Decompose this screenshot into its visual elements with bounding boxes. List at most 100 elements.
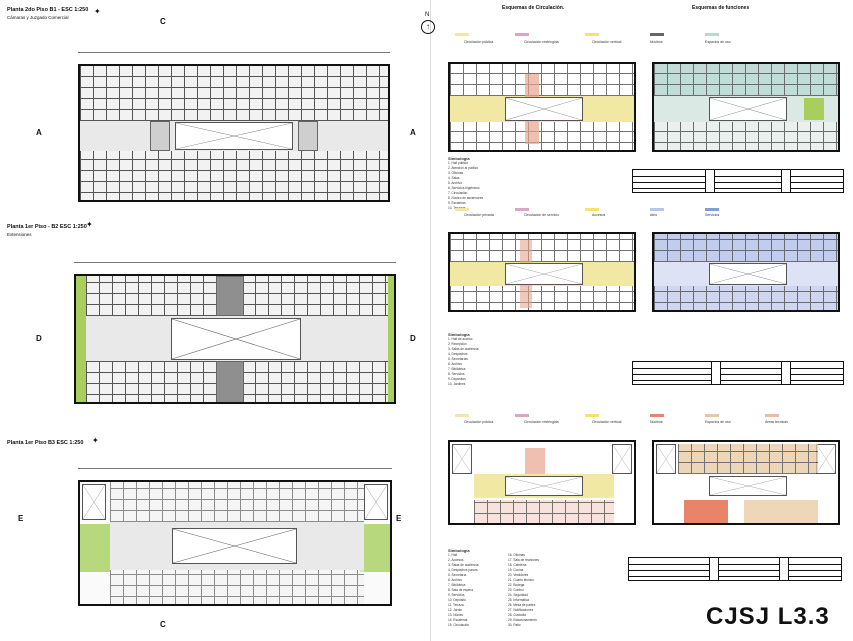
compass-icon: ✦	[86, 220, 93, 229]
note-item: 10. Depósito	[448, 598, 466, 602]
compass-icon: ✦	[94, 7, 101, 16]
circulation-title: Esquemas de Circulación.	[502, 5, 565, 11]
note-item: 9. Escaleras	[448, 201, 466, 205]
legend-item: Accesos	[592, 213, 606, 217]
note-item: 6. Servicios higiénicos	[448, 186, 480, 190]
legend-item: Núcleos	[650, 40, 663, 44]
circulation-scheme-1	[448, 62, 636, 152]
note-item: 5. Archivo	[448, 181, 462, 185]
divider	[430, 0, 431, 641]
note-item: 6. Archivo	[448, 578, 462, 582]
function-scheme-3	[652, 440, 840, 525]
note-item: 12. Jardín	[448, 608, 463, 612]
legend-item: Circulación restringida	[524, 40, 559, 44]
legend-item: Circulación pública	[464, 420, 494, 424]
note-item: 20. Vestidores	[508, 573, 529, 577]
note-item: 30. Patio	[508, 623, 521, 627]
north-arrow-icon: ↑	[421, 20, 435, 34]
note-item: 4. Despachos jueces	[448, 568, 478, 572]
legend-item: Circulación privada	[464, 213, 494, 217]
dimension-line	[74, 262, 396, 263]
note-item: 7. Biblioteca	[448, 583, 466, 587]
function-scheme-1	[652, 62, 840, 152]
note-item: 8. Servicios	[448, 372, 465, 376]
note-item: 1. Hall público	[448, 161, 469, 165]
circulation-scheme-3	[448, 440, 636, 525]
note-item: 5. Secretaría	[448, 573, 467, 577]
note-item: 2. Atención al público	[448, 166, 479, 170]
legend-item: Circulación restringida	[524, 420, 559, 424]
note-item: 17. Sala de reuniones	[508, 558, 540, 562]
notes-title: Simbología	[448, 156, 470, 161]
elevation-1	[632, 169, 844, 193]
legend-item: Servicios	[705, 213, 720, 217]
legend-item: Atrio	[650, 213, 658, 217]
note-item: 6. Archivo	[448, 362, 462, 366]
section-marker-right: D	[410, 334, 416, 343]
note-item: 1. Hall	[448, 553, 458, 557]
note-item: 15. Circulación	[448, 623, 470, 627]
note-item: 26. Mesa de partes	[508, 603, 536, 607]
note-item: 8. Sala de espera	[448, 588, 473, 592]
note-item: 3. Salas de audiencia	[448, 347, 479, 351]
notes-block-3a: Simbología 1. Hall 2. Accesos 3. Salas d…	[448, 548, 478, 628]
circulation-scheme-2	[448, 232, 636, 312]
note-item: 29. Estacionamiento	[508, 618, 537, 622]
section-marker-right: A	[410, 128, 416, 137]
legend-item: Circulación vertical	[592, 420, 622, 424]
section-marker-right: E	[396, 514, 402, 523]
note-item: 3. Oficinas	[448, 171, 464, 175]
note-item: 3. Salas de audiencia	[448, 563, 479, 567]
legend-item: Áreas técnicas	[765, 420, 788, 424]
note-item: 24. Seguridad	[508, 593, 528, 597]
legend-item: Circulación vertical	[592, 40, 622, 44]
note-item: 18. Cafetería	[508, 563, 527, 567]
note-item: 16. Oficinas	[508, 553, 525, 557]
plan-2-subtitle: Extensiones	[7, 232, 32, 237]
note-item: 27. Notificaciones	[508, 608, 534, 612]
section-marker-bottom: C	[160, 620, 166, 629]
section-marker-left: D	[36, 334, 42, 343]
note-item: 28. Custodia	[508, 613, 526, 617]
plan-1-subtitle: Cámaras y Juzgado Comercial	[7, 15, 69, 20]
note-item: 22. Bodega	[508, 583, 525, 587]
legend-item: Espacios de uso	[705, 40, 731, 44]
note-item: 4. Salas	[448, 176, 460, 180]
notes-title: Simbología	[448, 332, 470, 337]
function-scheme-2	[652, 232, 840, 312]
notes-block-3b: 16. Oficinas 17. Sala de reuniones 18. C…	[508, 553, 539, 628]
note-item: 25. Informática	[508, 598, 530, 602]
plan-2-title: Planta 1er Piso - B2 ESC 1:250	[7, 224, 87, 230]
floor-plan-3	[78, 480, 392, 606]
plan-3-title: Planta 1er Piso B3 ESC 1:250	[7, 440, 84, 446]
section-marker-left: A	[36, 128, 42, 137]
legend-item: Núcleos	[650, 420, 663, 424]
note-item: 23. Control	[508, 588, 524, 592]
legend-item: Espacios de uso	[705, 420, 731, 424]
notes-title: Simbología	[448, 548, 470, 553]
floor-plan-2	[74, 274, 396, 404]
note-item: 9. Depósitos	[448, 377, 466, 381]
compass-icon: ✦	[92, 436, 99, 445]
note-item: 11. Terraza	[448, 603, 464, 607]
note-item: 14. Escaleras	[448, 618, 468, 622]
elevation-3	[628, 557, 842, 581]
note-item: 4. Despachos	[448, 352, 468, 356]
note-item: 5. Secretarías	[448, 357, 468, 361]
section-marker-left: E	[18, 514, 24, 523]
legend-item: Circulación pública	[464, 40, 494, 44]
note-item: 19. Cocina	[508, 568, 524, 572]
note-item: 7. Biblioteca	[448, 367, 466, 371]
notes-block-1: Simbología 1. Hall público 2. Atención a…	[448, 156, 483, 211]
floor-plan-1	[78, 64, 390, 202]
note-item: 21. Cuarto técnico	[508, 578, 534, 582]
elevation-2	[632, 361, 844, 385]
section-marker-top: C	[160, 17, 166, 26]
note-item: 7. Circulación	[448, 191, 468, 195]
plan-1-title: Planta 2do Piso B1 - ESC 1:250	[7, 7, 89, 13]
sheet-code: CJSJ L3.3	[706, 603, 830, 630]
legend-item: Circulación de servicio	[524, 213, 560, 217]
note-item: 2. Accesos	[448, 558, 464, 562]
dimension-line	[78, 468, 392, 469]
notes-block-2: Simbología 1. Hall de acceso 2. Recepció…	[448, 332, 478, 387]
